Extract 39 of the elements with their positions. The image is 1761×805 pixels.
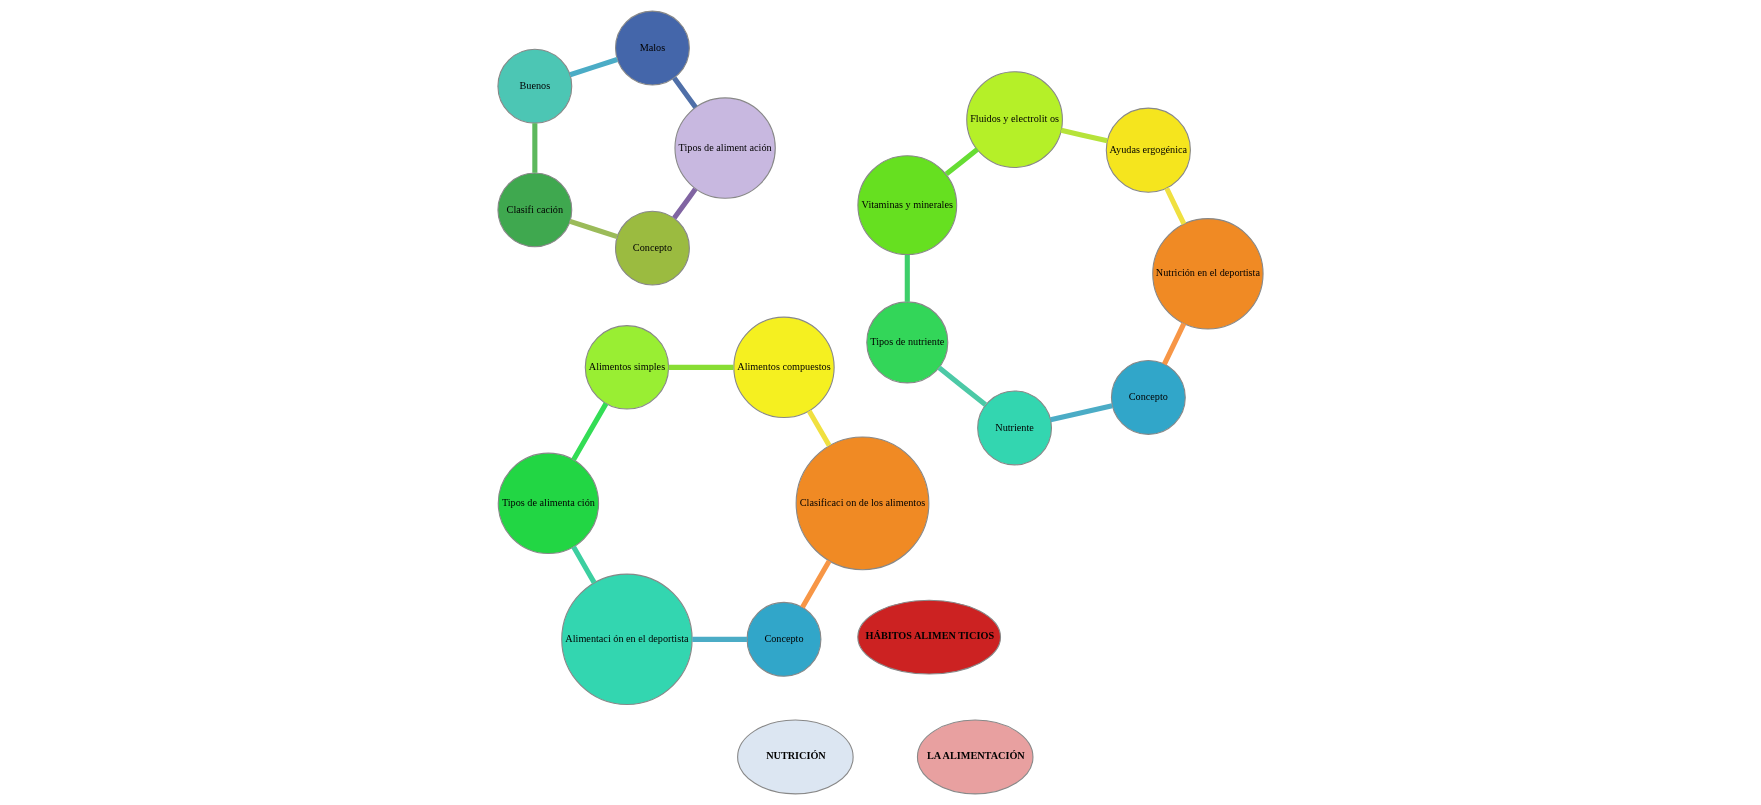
node-circle: Tipos de nutriente: [866, 301, 949, 384]
node-circle: Concepto: [1110, 359, 1186, 435]
node-circle: Tipos de aliment ación: [674, 97, 776, 199]
node-circle: Malos: [614, 10, 690, 86]
node-circle: Nutriente: [977, 390, 1053, 466]
node-circle: Buenos: [497, 48, 573, 124]
node-circle: Concepto: [614, 210, 690, 286]
connector: [569, 218, 618, 240]
node-circle: Clasificaci on de los alimentos: [795, 436, 930, 571]
connector: [692, 636, 747, 642]
node-circle: Alimentaci ón en el deportista: [561, 573, 693, 706]
node-circle: Tipos de alimenta ción: [497, 452, 600, 555]
node-circle: Vitaminas y minerales: [857, 155, 958, 256]
node-ellipse: NUTRICIÓN: [737, 719, 854, 795]
node-ellipse: HÁBITOS ALIMEN TICIOS: [857, 599, 1002, 675]
connector: [672, 76, 698, 109]
connector: [532, 123, 538, 173]
node-circle: Fluidos y electrolit os: [966, 71, 1063, 168]
node-circle: Ayudas ergogénica: [1105, 107, 1191, 193]
connector: [672, 187, 698, 220]
connector: [1060, 127, 1108, 144]
connector: [944, 147, 979, 177]
node-ellipse: LA ALIMENTACIÓN: [916, 719, 1034, 795]
node-circle: Alimentos compuestos: [733, 316, 835, 419]
connector: [806, 409, 832, 447]
node-circle: Alimentos simples: [584, 325, 670, 410]
connector: [800, 559, 832, 609]
connector: [1162, 322, 1187, 366]
node-circle: Concepto: [746, 601, 822, 677]
node-circle: Clasifi cación: [497, 172, 573, 248]
connector: [571, 402, 609, 461]
connector: [937, 365, 988, 407]
connector: [668, 364, 734, 370]
node-circle: Nutrición en el deportista: [1152, 218, 1264, 330]
connector: [569, 57, 618, 78]
connector: [904, 254, 910, 302]
connector: [571, 545, 597, 584]
connector: [1164, 187, 1187, 226]
connector: [1050, 403, 1113, 423]
